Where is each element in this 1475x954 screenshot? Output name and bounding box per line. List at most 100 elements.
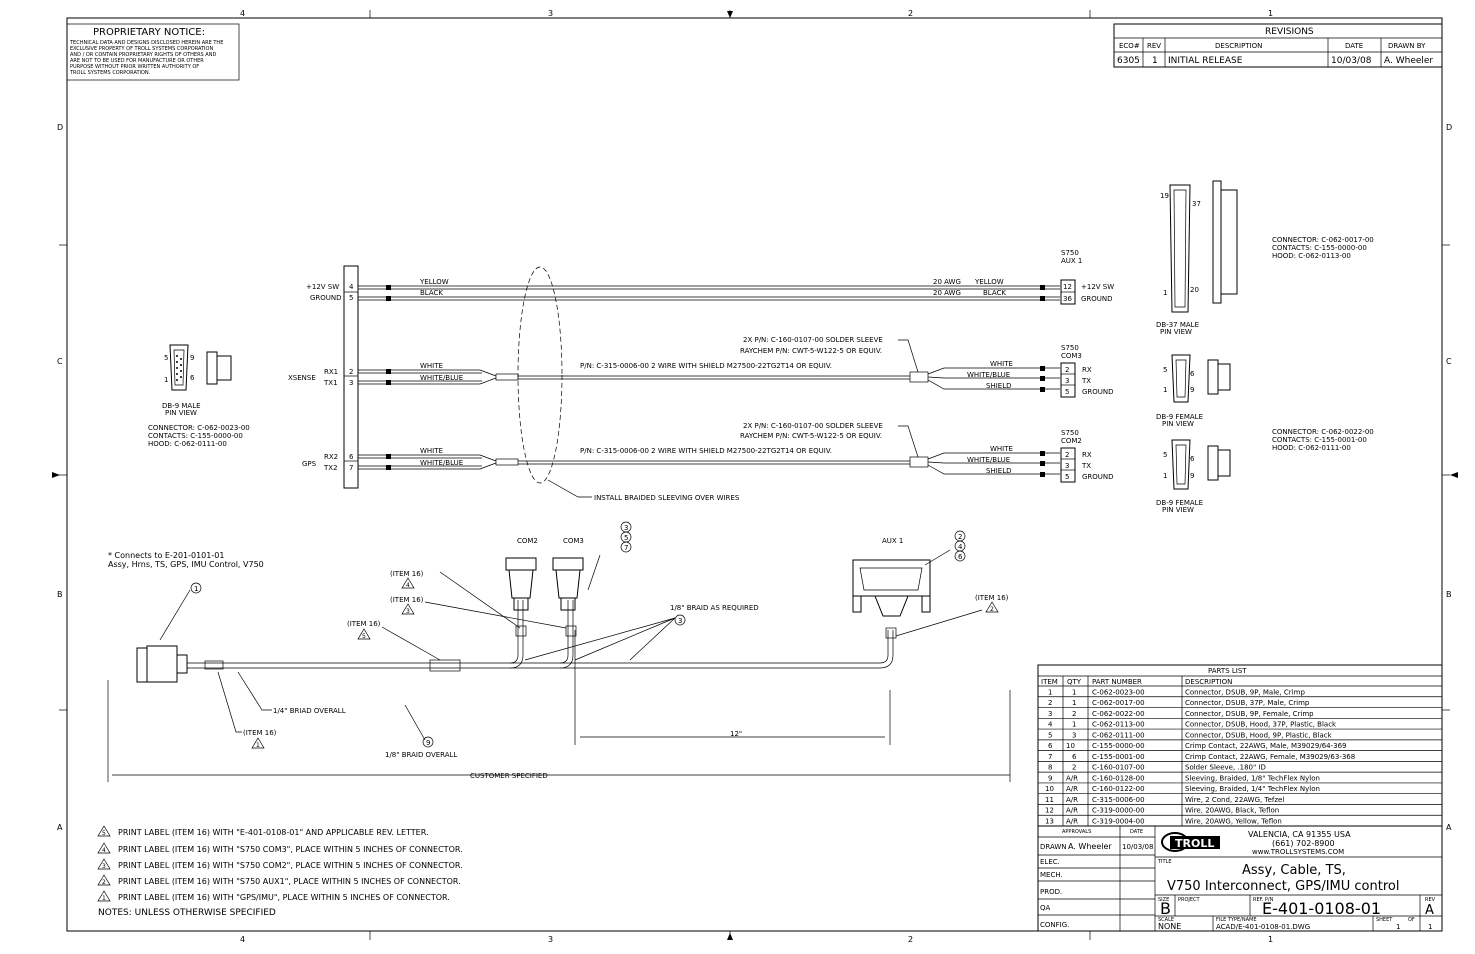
parts-cell: Connector, DSUB, Hood, 9P, Plastic, Blac… [1185, 731, 1333, 739]
tb-label: ELEC. [1040, 858, 1060, 866]
connector-view-label: DB-37 MALE [1156, 321, 1199, 329]
parts-cell: 11 [1045, 796, 1054, 804]
block-pin: 2 [1065, 451, 1069, 459]
rev-cell: INITIAL RELEASE [1168, 56, 1243, 66]
pin-number: 6 [190, 374, 195, 382]
db9-female-connector-a: 5 9 1 6 DB-9 FEMALE PIN VIEW [1156, 354, 1231, 428]
wire-color: SHIELD [986, 382, 1011, 390]
block-label: RX [1082, 366, 1092, 374]
block-title: S750 [1061, 429, 1079, 437]
wire-color: WHITE [990, 360, 1013, 368]
parts-cell: A/R [1066, 807, 1078, 815]
wire-color: WHITE [420, 447, 443, 455]
block-pin: 3 [1065, 377, 1069, 385]
pin-number: 1 [1163, 472, 1167, 480]
parts-cell: 2 [1072, 764, 1076, 772]
tb-label: SIZE [1158, 897, 1169, 903]
zone-ticks [52, 10, 1458, 940]
balloon [190, 582, 202, 594]
balloon-number: 7 [624, 544, 628, 552]
balloon-number: 1 [194, 585, 198, 593]
revisions-title: REVISIONS [1265, 27, 1314, 37]
item16-label: (ITEM 16) [390, 570, 424, 578]
note-number: 1 [102, 895, 106, 902]
block-title: S750 [1061, 344, 1079, 352]
tb-pin: 3 [349, 379, 353, 387]
connector-info: CONTACTS: C-155-0001-00 [1272, 436, 1367, 444]
wire-color: WHITE/BLUE [967, 371, 1010, 379]
block-label: GROUND [1081, 295, 1113, 303]
parts-cell: Connector, DSUB, 9P, Female, Crimp [1185, 710, 1314, 718]
tb-label: TX2 [323, 464, 338, 472]
tb-label: PROJECT [1178, 897, 1201, 903]
drawing-border [66, 17, 1443, 932]
parts-cell: C-319-0000-00 [1092, 807, 1145, 815]
tb-label: SCALE [1158, 917, 1174, 923]
block-pin: 36 [1063, 295, 1072, 303]
parts-cell: 9 [1048, 774, 1052, 782]
parts-cell: Wire, 20AWG, Black, Teflon [1185, 807, 1279, 815]
connector-view-label: PIN VIEW [1162, 420, 1194, 428]
connector-view-label: PIN VIEW [1162, 506, 1194, 514]
conn-label: COM3 [563, 537, 584, 545]
parts-cell: Connector, DSUB, Hood, 37P, Plastic, Bla… [1185, 721, 1337, 729]
conn-label: AUX 1 [882, 537, 903, 545]
drawing-title: V750 Interconnect, GPS/IMU control [1167, 879, 1399, 894]
com3-block: S750 COM3 2 3 5 RX TX GROUND [1060, 344, 1114, 398]
tb-label: CONFIG. [1040, 921, 1069, 929]
connector-info: HOOD: C-062-0113-00 [1272, 252, 1351, 260]
file-value: ACAD/E-401-0108-01.DWG [1216, 923, 1310, 931]
cable-assembly-view: * Connects to E-201-0101-01 Assy, Hrns, … [107, 521, 1011, 782]
connector-info: CONNECTOR: C-062-0022-00 [1272, 428, 1374, 436]
com2-wires: WHITE WHITE/BLUE P/N: C-315-0006-00 2 WI… [358, 422, 1060, 477]
tb-label: RX2 [324, 453, 338, 461]
row-label-right-b: B [1446, 590, 1452, 599]
balloon-number: 5 [624, 534, 628, 542]
block-title: COM2 [1061, 437, 1082, 445]
parts-cell: C-062-0113-00 [1092, 721, 1145, 729]
item16-label: (ITEM 16) [390, 596, 424, 604]
pin-number: 9 [1190, 386, 1194, 394]
block-label: +12V SW [1081, 283, 1114, 291]
parts-cell: Crimp Contact, 22AWG, Female, M39029/63-… [1185, 753, 1355, 761]
block-title: AUX 1 [1061, 257, 1082, 265]
parts-cell: Sleeving, Braided, 1/8" TechFlex Nylon [1185, 774, 1320, 782]
tb-value: 10/03/08 [1122, 843, 1153, 851]
parts-cell: A/R [1066, 774, 1078, 782]
wire-color: YELLOW [974, 278, 1004, 286]
revisions-table: REVISIONS ECO# REV DESCRIPTION DATE DRAW… [1113, 23, 1443, 68]
note-text: PRINT LABEL (ITEM 16) WITH "S750 COM3", … [118, 845, 463, 854]
item16-label: (ITEM 16) [243, 729, 277, 737]
connector-view-label: DB-9 FEMALE [1156, 413, 1203, 421]
col-label-top-2: 2 [908, 9, 913, 18]
wire-spec: P/N: C-315-0006-00 2 WIRE WITH SHIELD M2… [580, 362, 832, 370]
wire-color: WHITE/BLUE [967, 456, 1010, 464]
parts-cell: 7 [1048, 753, 1052, 761]
parts-cell: 2 [1072, 710, 1076, 718]
parts-cell: 2 [1048, 699, 1052, 707]
row-label-left-c: C [57, 357, 63, 366]
row-label-right-d: D [1446, 123, 1452, 132]
parts-cell: 12 [1045, 807, 1054, 815]
sleeve-spec: RAYCHEM P/N: CWT-5-W122-5 OR EQUIV. [740, 432, 882, 440]
note-text: PRINT LABEL (ITEM 16) WITH "E-401-0108-0… [118, 828, 429, 837]
terminal-block: +12V SW 4 GROUND 5 RX1 2 TX1 3 RX2 6 TX2… [288, 265, 359, 489]
troll-logo-bar [1170, 836, 1220, 849]
rev-header: DRAWN BY [1388, 42, 1426, 50]
parts-cell: C-062-0022-00 [1092, 710, 1145, 718]
com2-block: S750 COM2 2 3 5 RX TX GROUND [1060, 429, 1114, 483]
tb-pin: 6 [349, 453, 354, 461]
parts-header: ITEM [1041, 678, 1058, 686]
col-label-bottom-4: 4 [240, 935, 245, 944]
parts-cell: 10 [1045, 785, 1054, 793]
row-label-left-a: A [57, 823, 63, 832]
company-address: (661) 702-8900 [1272, 839, 1335, 848]
revision-delta [251, 737, 265, 749]
connector-view-label: PIN VIEW [1160, 328, 1192, 336]
tb-pin: 7 [349, 464, 353, 472]
col-label-bottom-2: 2 [908, 935, 913, 944]
pin-number: 5 [1163, 451, 1167, 459]
parts-title: PARTS LIST [1208, 667, 1247, 675]
connector-info: HOOD: C-062-0111-00 [148, 440, 227, 448]
tb-label: DRAWN [1040, 843, 1067, 851]
